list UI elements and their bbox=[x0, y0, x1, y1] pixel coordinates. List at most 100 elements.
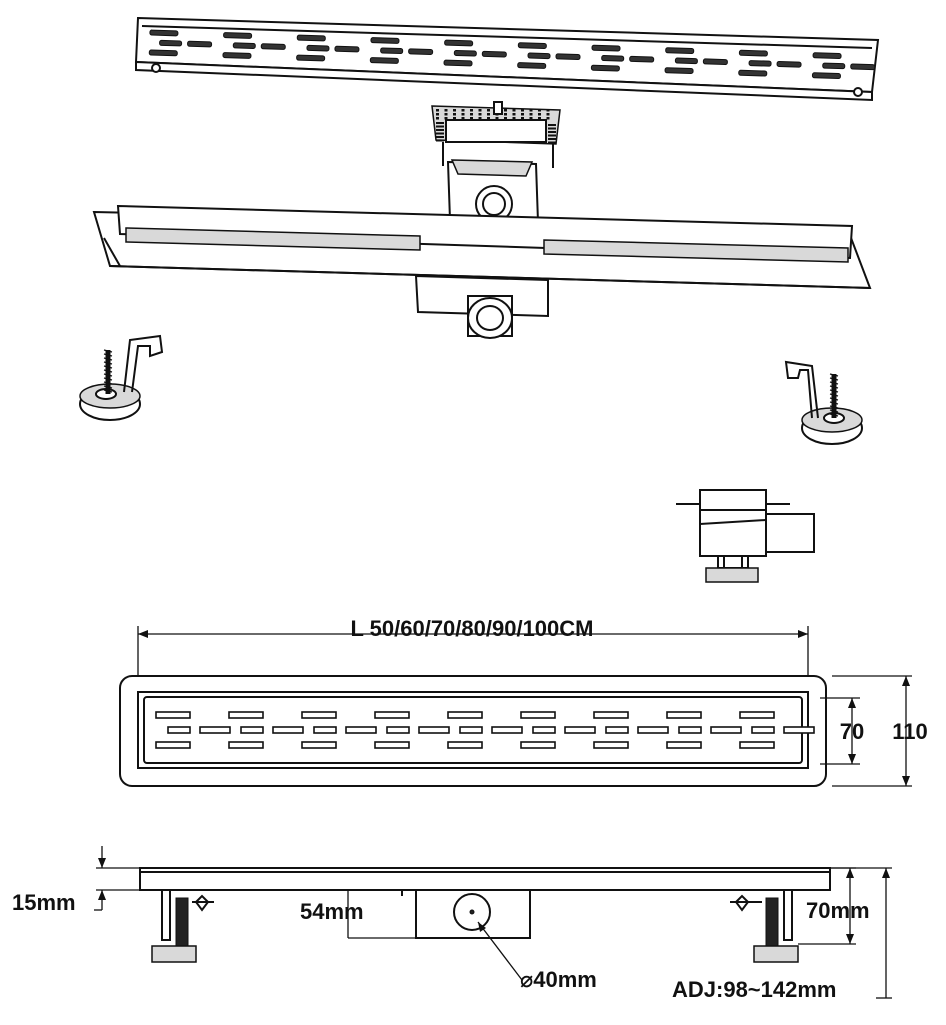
trap-grid-hole bbox=[548, 127, 556, 130]
top-view: L 50/60/70/80/90/100CM 70 110 bbox=[119, 616, 928, 787]
trap-grid-hole bbox=[504, 117, 507, 120]
grate-slot bbox=[240, 726, 264, 734]
trap-grid-hole bbox=[548, 124, 556, 126]
grate-slot bbox=[783, 726, 815, 734]
grate-slot bbox=[444, 39, 474, 47]
grate-slot bbox=[674, 57, 698, 65]
trap-grid-hole bbox=[453, 113, 456, 116]
trap-grid-hole bbox=[538, 109, 541, 112]
trap-grid-hole bbox=[546, 109, 550, 112]
grate-slot bbox=[447, 741, 483, 749]
trap-grid-hole bbox=[436, 113, 439, 116]
trap-grid-hole bbox=[436, 129, 444, 131]
grate-slot bbox=[443, 59, 473, 67]
grate-slot bbox=[593, 741, 629, 749]
grate-slot bbox=[739, 711, 775, 719]
trap-grid-hole bbox=[512, 113, 516, 116]
adjustable-height-label: ADJ:98~142mm bbox=[672, 977, 836, 1002]
grate-slot bbox=[629, 55, 655, 63]
trap-grid-hole bbox=[512, 117, 516, 120]
trap-side-view bbox=[676, 489, 815, 583]
grate-slot bbox=[812, 52, 842, 60]
trap-grid-hole bbox=[548, 138, 556, 140]
grate-slot bbox=[453, 49, 477, 57]
left-screw bbox=[103, 349, 113, 394]
trap-grid-hole bbox=[546, 117, 550, 120]
grate-slot bbox=[751, 726, 775, 734]
grate-slot bbox=[593, 711, 629, 719]
trap-grid-hole bbox=[444, 113, 448, 116]
trap-grid-hole bbox=[444, 117, 448, 120]
grate-slot bbox=[228, 711, 264, 719]
right-screw bbox=[829, 373, 839, 418]
right-leveling-foot bbox=[784, 360, 863, 445]
grate-slot bbox=[665, 47, 695, 54]
side-view: 15mm 54mm 70mm ADJ:98~142mm ⌀40mm bbox=[12, 846, 892, 1002]
trap-grid-hole bbox=[470, 109, 473, 112]
grate-slot bbox=[520, 711, 556, 719]
drain-channel bbox=[92, 159, 872, 339]
trap-grid-hole bbox=[470, 113, 473, 116]
grate-slot bbox=[369, 57, 399, 64]
grate-slot bbox=[517, 62, 547, 69]
trap-grid bbox=[436, 109, 556, 144]
grate-slot bbox=[822, 62, 846, 70]
grate-slot bbox=[710, 726, 742, 734]
grate-slot bbox=[408, 48, 434, 55]
total-height-label: 70mm bbox=[806, 898, 870, 923]
grate-slot bbox=[296, 54, 326, 62]
trap-grid-hole bbox=[461, 117, 465, 120]
grate-width-label: 70 bbox=[840, 719, 864, 744]
trap-grid-hole bbox=[478, 117, 482, 120]
grate-slot bbox=[374, 741, 410, 749]
grate-slot bbox=[564, 726, 596, 734]
top-grate-slots bbox=[155, 711, 815, 749]
trap-grid-hole bbox=[461, 113, 465, 116]
grate-slot bbox=[459, 726, 483, 734]
grate-slot bbox=[739, 741, 775, 749]
trap-grid-hole bbox=[529, 117, 533, 120]
trap-grid-hole bbox=[487, 113, 490, 116]
grate-slot bbox=[637, 726, 669, 734]
trap-grid-hole bbox=[512, 109, 516, 112]
grate-slot bbox=[313, 726, 337, 734]
grate-slot bbox=[199, 726, 231, 734]
trap-grid-hole bbox=[436, 139, 444, 142]
grate-slot bbox=[187, 40, 213, 48]
trap-insert bbox=[431, 101, 561, 168]
grate-slot bbox=[222, 52, 252, 59]
grate-slot bbox=[605, 726, 629, 734]
flange-height-label: 15mm bbox=[12, 890, 76, 915]
trap-grid-hole bbox=[546, 113, 550, 116]
grate-slot bbox=[301, 741, 337, 749]
grate-slot bbox=[149, 29, 179, 37]
trap-grid-hole bbox=[470, 117, 473, 120]
grate-slot bbox=[345, 726, 377, 734]
trap-grid-hole bbox=[453, 109, 456, 112]
trap-grid-hole bbox=[461, 109, 465, 112]
grate-slot bbox=[748, 60, 772, 67]
trap-grid-hole bbox=[548, 131, 556, 133]
grate-slot bbox=[272, 726, 304, 734]
trap-grid-hole bbox=[436, 132, 444, 135]
grate-slot bbox=[370, 37, 400, 44]
grate-slot bbox=[418, 726, 450, 734]
grate-slot bbox=[380, 47, 404, 55]
grate-slot bbox=[517, 42, 547, 49]
grate-slot bbox=[159, 39, 183, 47]
grate-slot bbox=[296, 34, 326, 42]
trap-grid-hole bbox=[529, 109, 533, 112]
grate-slot bbox=[306, 44, 330, 52]
trap-grid-hole bbox=[487, 109, 490, 112]
grate-slot bbox=[223, 32, 253, 39]
trap-grid-hole bbox=[504, 109, 507, 112]
grate-slot bbox=[167, 726, 191, 734]
trap-grid-hole bbox=[529, 113, 533, 116]
grate-slot bbox=[664, 67, 694, 74]
trap-grid-hole bbox=[521, 109, 524, 112]
grate-slot bbox=[555, 53, 581, 61]
trap-grid-hole bbox=[453, 117, 456, 120]
grate-slot bbox=[155, 741, 191, 749]
grate-slot bbox=[811, 72, 841, 80]
